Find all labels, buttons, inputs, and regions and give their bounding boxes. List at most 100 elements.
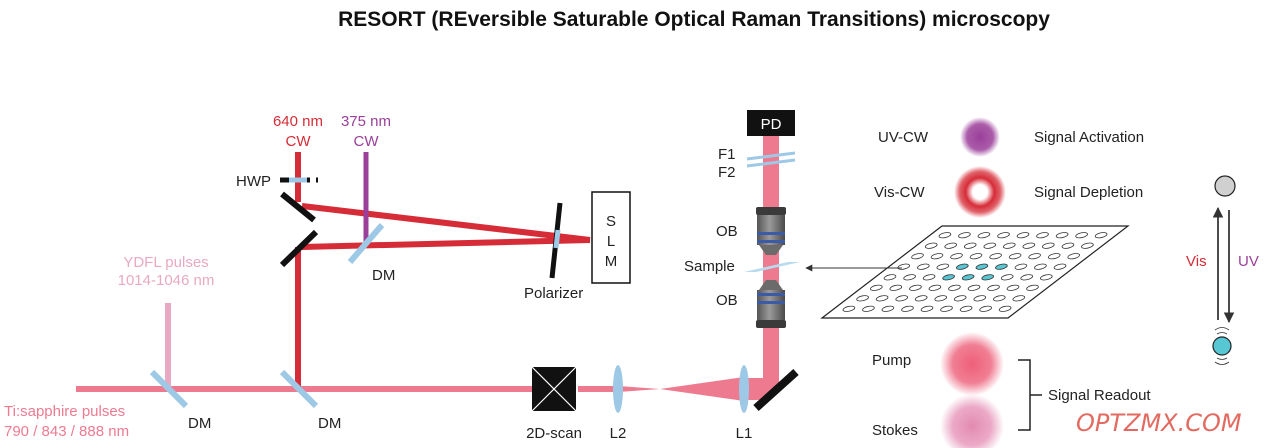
sample-spot [1055, 232, 1069, 239]
focus-cone-lower [766, 267, 776, 280]
polarizer-element [553, 229, 561, 249]
sample-spot [1003, 242, 1016, 249]
red-cw-wavelength: 640 nm [273, 113, 323, 130]
sample-spot [998, 305, 1012, 312]
sample-spot [959, 305, 973, 312]
sample-spot [977, 232, 991, 239]
sample-spot [953, 295, 967, 302]
sample-spot [934, 295, 947, 302]
sample-spot [948, 284, 961, 291]
fold-mirror [753, 369, 799, 411]
sample-spot [938, 232, 952, 239]
sample-spot [1006, 284, 1020, 291]
uv-switch-label: UV [1238, 253, 1259, 270]
ob-lower-label: OB [716, 292, 738, 309]
sample-spot [944, 242, 957, 249]
sample-spot [881, 305, 895, 312]
sample-spot [856, 295, 869, 302]
red-beam-from-slm [301, 237, 591, 250]
lens-l2 [613, 365, 623, 413]
sample-spot [1047, 253, 1061, 260]
sample-spot [958, 232, 971, 239]
on-state-circle [1212, 336, 1232, 356]
active-sample-spot [942, 274, 955, 281]
sample-spot [973, 295, 987, 302]
l1-label: L1 [736, 425, 753, 442]
sample-spot [870, 284, 883, 291]
sample-spot [928, 284, 942, 291]
dm-uv [347, 223, 385, 264]
emission-mark [1214, 327, 1230, 365]
sample-spot [924, 242, 938, 249]
pump-spot [940, 332, 1004, 396]
off-state-circle [1214, 175, 1236, 197]
sample-plane [820, 225, 1130, 319]
sample-spot [940, 305, 953, 312]
sample-spot [901, 305, 914, 312]
objective-upper [756, 207, 786, 255]
sample-spot [1020, 274, 1033, 281]
vis-cw-label: Vis-CW [874, 184, 925, 201]
beam-expander-cone-2 [660, 377, 744, 401]
sample-label: Sample [684, 258, 735, 275]
sample-spot [993, 295, 1006, 302]
dm-label-ydfl: DM [188, 415, 211, 432]
photodiode-box [747, 110, 795, 136]
red-cw-mode: CW [286, 133, 312, 150]
sample-spot [1061, 242, 1075, 249]
filter-f1 [746, 151, 796, 161]
sample-spot [1000, 274, 1014, 281]
uv-cw-wavelength: 375 nm [341, 113, 391, 130]
sample-spot [1026, 284, 1039, 291]
vis-cw-donut [954, 166, 1006, 218]
sample-spot [862, 305, 875, 312]
f2-label: F2 [718, 164, 736, 181]
slm-letter-s: S [606, 213, 616, 230]
sample-spot [1042, 242, 1055, 249]
tisapph-wavelengths: 790 / 843 / 888 nm [4, 423, 129, 440]
depletion-label: Signal Depletion [1034, 184, 1143, 201]
scan-label: 2D-scan [526, 425, 582, 442]
sample-spot [963, 242, 977, 249]
sample-spot [922, 274, 936, 281]
sample-spot [903, 274, 916, 281]
uv-cw-mode: CW [354, 133, 380, 150]
stokes-label: Stokes [872, 422, 918, 439]
dm-red [279, 369, 319, 409]
dm-label-red: DM [318, 415, 341, 432]
sample-spot [895, 295, 908, 302]
sample-spot [911, 253, 924, 260]
active-sample-spot [995, 263, 1008, 270]
sample-spot [1053, 263, 1067, 270]
scan-mirror-box [531, 366, 577, 412]
lens-l1 [739, 365, 749, 413]
red-beam-to-slm [301, 203, 591, 243]
sample-spot [1094, 232, 1108, 239]
slm-letter-l: L [607, 233, 615, 250]
slm-letter-m: M [605, 253, 618, 270]
beam-expander-cone [618, 386, 660, 392]
slm-box [591, 191, 631, 284]
sample-spot [987, 284, 1000, 291]
sample-spot [1008, 253, 1022, 260]
filter-f2 [746, 158, 796, 168]
sample-spot [842, 305, 856, 312]
focus-cone [766, 255, 776, 267]
sample-spot [1034, 263, 1047, 270]
l2-label: L2 [610, 425, 627, 442]
hwp-label: HWP [236, 173, 271, 190]
sample-spot-grid [842, 232, 1108, 312]
sample-spot [989, 253, 1002, 260]
mirror-upper [280, 191, 316, 223]
sample-spot [930, 253, 944, 260]
sample-spot [1016, 232, 1030, 239]
sample-spot [909, 284, 922, 291]
sample-spot [1014, 263, 1028, 270]
sample-spot [1081, 242, 1094, 249]
polarizer-label: Polarizer [524, 285, 583, 302]
sample-spot [1067, 253, 1080, 260]
tisapph-name: Ti:sapphire pulses [4, 403, 125, 420]
sample-spot [997, 232, 1010, 239]
active-sample-spot [961, 274, 975, 281]
sample-spot [969, 253, 983, 260]
